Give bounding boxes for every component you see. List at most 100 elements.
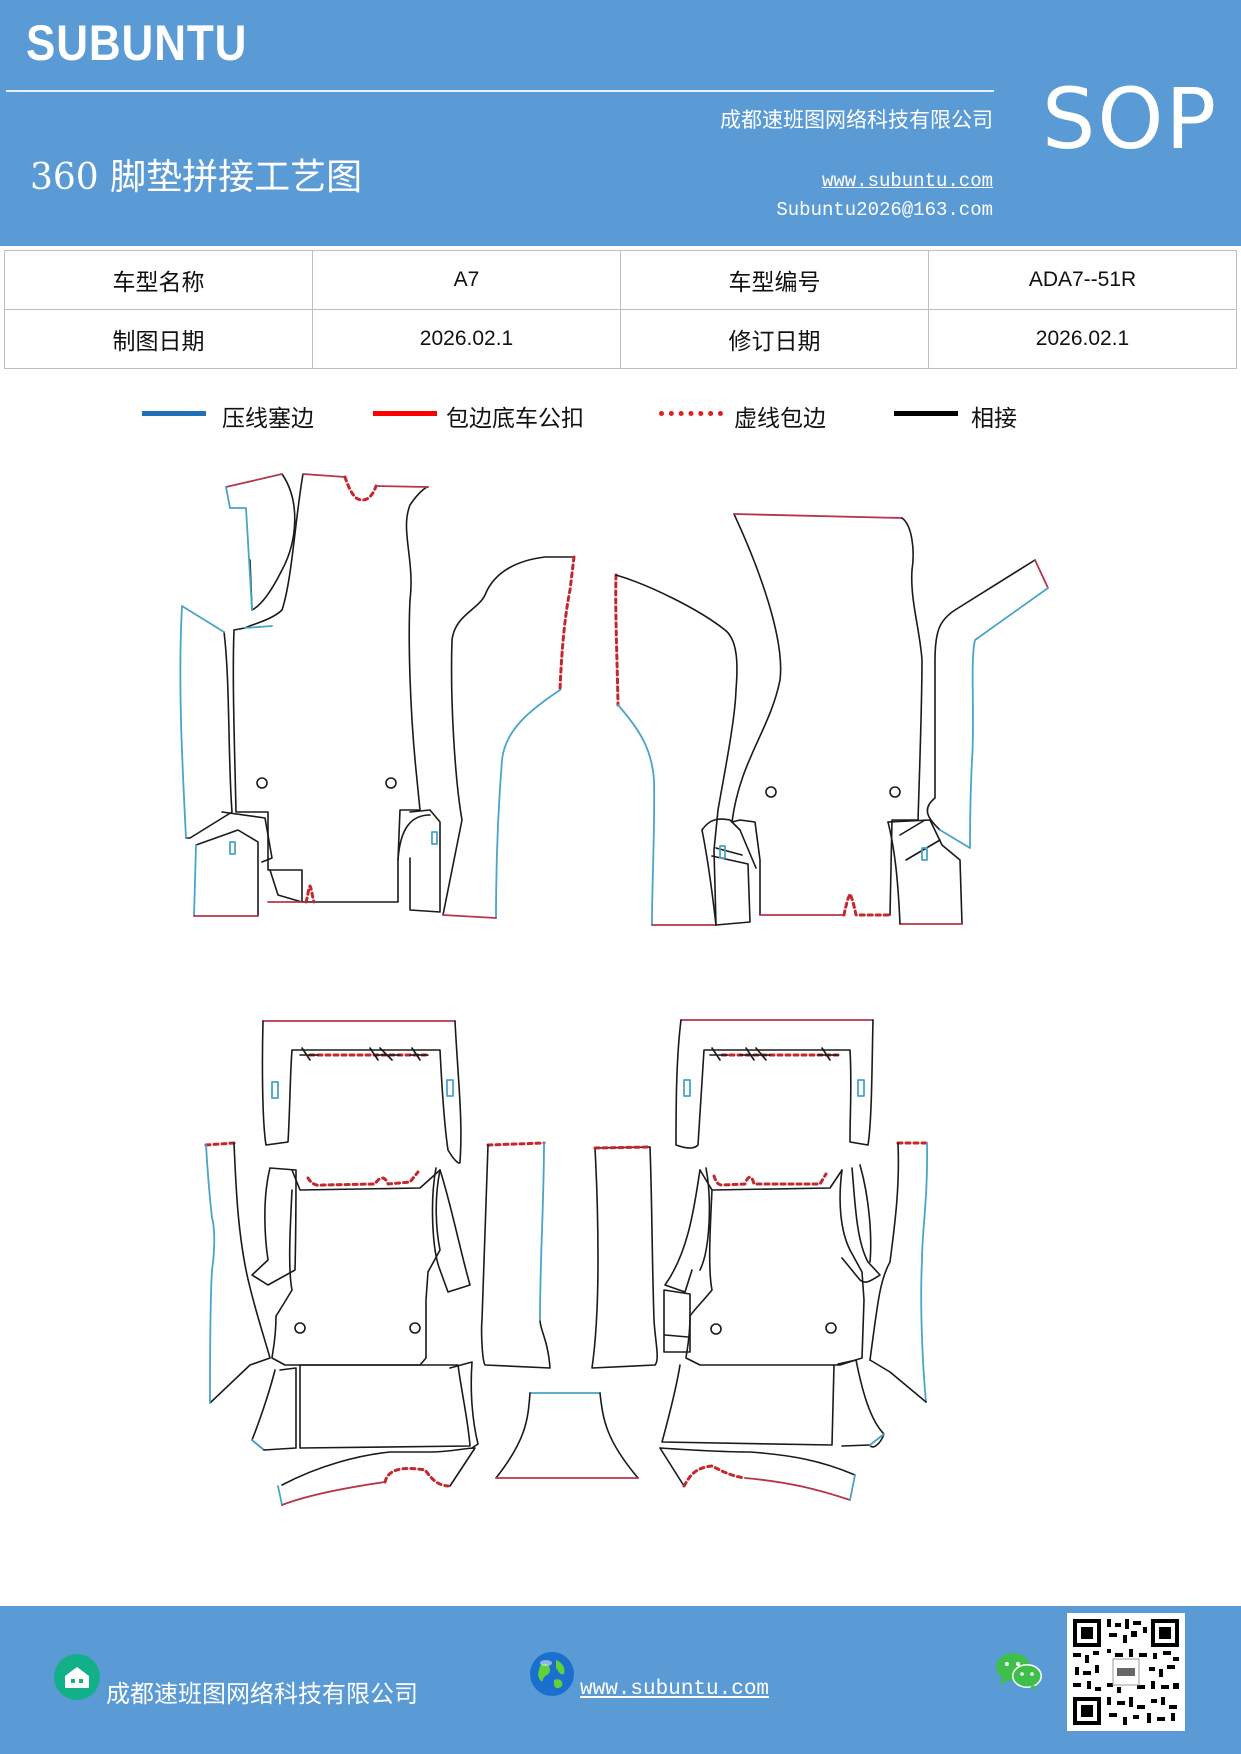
mat-piece xyxy=(887,821,901,925)
mat-edge xyxy=(920,1142,929,1403)
legend-swatch xyxy=(659,411,723,416)
mat-piece xyxy=(409,809,441,913)
mat-edge xyxy=(343,475,378,502)
mat-piece xyxy=(699,1167,711,1271)
mat-piece xyxy=(685,1169,865,1366)
mat-edge xyxy=(869,1433,885,1446)
mat-slot xyxy=(431,831,438,845)
legend-label: 压线塞边 xyxy=(222,406,314,432)
revise-date-value: 2026.02.1 xyxy=(928,309,1237,369)
mat-edge xyxy=(539,1142,545,1321)
mat-piece xyxy=(263,1367,297,1451)
mat-hole xyxy=(825,1322,837,1334)
mat-piece xyxy=(439,1169,471,1293)
legend-swatch xyxy=(142,411,206,416)
floor-mat-diagram: .o { stroke:#1a1a1a; stroke-width:1.6; f… xyxy=(179,473,1049,1506)
mat-edge xyxy=(375,485,429,488)
mat-piece xyxy=(480,1144,551,1369)
mat-edge xyxy=(205,1144,216,1404)
mat-edge xyxy=(614,573,620,707)
footer-banner: 成都速班图网络科技有限公司 www.subuntu.com xyxy=(0,1606,1241,1754)
mat-piece xyxy=(615,574,738,926)
model-code-value: ADA7--51R xyxy=(928,250,1237,310)
mat-piece xyxy=(926,559,1036,831)
header-website-link[interactable]: www.subuntu.com xyxy=(821,170,993,192)
mat-edge xyxy=(304,884,316,904)
mat-piece xyxy=(887,819,963,925)
rear-right-mat-group xyxy=(591,1019,929,1501)
mat-piece xyxy=(185,631,233,839)
mat-piece xyxy=(899,819,941,861)
mat-hole xyxy=(765,786,777,798)
info-table: 车型名称 A7 车型编号 ADA7--51R 制图日期 2026.02.1 修订… xyxy=(4,250,1237,369)
mat-piece xyxy=(711,855,751,926)
model-name-label: 车型名称 xyxy=(4,250,313,310)
mat-piece xyxy=(397,814,431,861)
mat-piece xyxy=(269,869,303,903)
legend-label: 虚线包边 xyxy=(734,406,826,432)
mat-edge xyxy=(682,1464,747,1488)
mat-hole xyxy=(710,1323,722,1335)
mat-edge xyxy=(225,473,283,488)
mat-slot xyxy=(857,1079,865,1097)
mat-piece xyxy=(664,1334,689,1338)
rear-left-mat-group xyxy=(204,1020,639,1506)
front-left-mat-group xyxy=(179,473,576,919)
mat-piece xyxy=(663,1289,691,1353)
draw-date-value: 2026.02.1 xyxy=(312,309,621,369)
mat-slot xyxy=(229,841,236,855)
mat-edge xyxy=(495,689,561,919)
mat-hole xyxy=(889,786,901,798)
mat-piece xyxy=(701,829,717,926)
mat-edge xyxy=(712,1172,828,1187)
mat-piece xyxy=(299,1047,429,1061)
mat-piece xyxy=(889,517,923,916)
mat-piece xyxy=(249,473,296,611)
mat-edge xyxy=(733,513,903,519)
mat-piece xyxy=(675,1019,874,1149)
mat-piece xyxy=(261,1020,462,1164)
footer-website-link[interactable]: www.subuntu.com xyxy=(580,1678,770,1701)
mat-edge xyxy=(442,914,497,919)
mat-piece xyxy=(859,1164,872,1263)
draw-date-label: 制图日期 xyxy=(4,309,313,369)
mat-piece xyxy=(869,1359,927,1403)
mat-edge xyxy=(306,1170,420,1187)
mat-hole xyxy=(294,1322,306,1334)
mat-piece xyxy=(251,1369,276,1451)
mat-piece xyxy=(431,1167,441,1271)
mat-edge xyxy=(193,844,197,917)
header-banner: SUBUNTU 成都速班图网络科技有限公司 360 脚垫拼接工艺图 www.su… xyxy=(0,0,1241,246)
revise-date-label: 修订日期 xyxy=(620,309,929,369)
mat-piece xyxy=(837,1359,885,1448)
legend-label: 包边底车公扣 xyxy=(446,406,584,432)
wechat-icon xyxy=(996,1653,1042,1691)
mat-edge xyxy=(939,587,1049,849)
mat-piece xyxy=(709,1047,839,1061)
mat-piece xyxy=(221,811,273,863)
mat-edge xyxy=(486,1141,546,1147)
page-title: 360 脚垫拼接工艺图 xyxy=(30,157,363,198)
legend-swatch xyxy=(373,411,437,416)
mat-piece xyxy=(251,1167,297,1286)
mat-edge xyxy=(849,1474,856,1501)
legend-swatch xyxy=(894,411,958,416)
mat-piece xyxy=(209,1142,271,1404)
mat-piece xyxy=(731,513,782,916)
mat-slot xyxy=(271,1081,279,1099)
legend-label: 相接 xyxy=(971,406,1017,432)
qr-code-icon[interactable] xyxy=(1067,1613,1185,1731)
header-email[interactable]: Subuntu2026@163.com xyxy=(776,199,993,221)
mat-edge xyxy=(281,1481,386,1506)
mat-piece xyxy=(232,473,429,903)
mat-edge xyxy=(244,625,273,629)
qr-code-graphic xyxy=(1073,1619,1179,1725)
mat-slot xyxy=(446,1079,454,1097)
building-icon xyxy=(54,1654,100,1700)
mat-piece xyxy=(701,818,757,869)
mat-edge xyxy=(277,1485,283,1506)
header-company: 成都速班图网络科技有限公司 xyxy=(720,108,993,132)
mat-edge xyxy=(204,1141,236,1147)
mat-edge xyxy=(1034,559,1049,589)
mat-piece xyxy=(495,1392,639,1479)
